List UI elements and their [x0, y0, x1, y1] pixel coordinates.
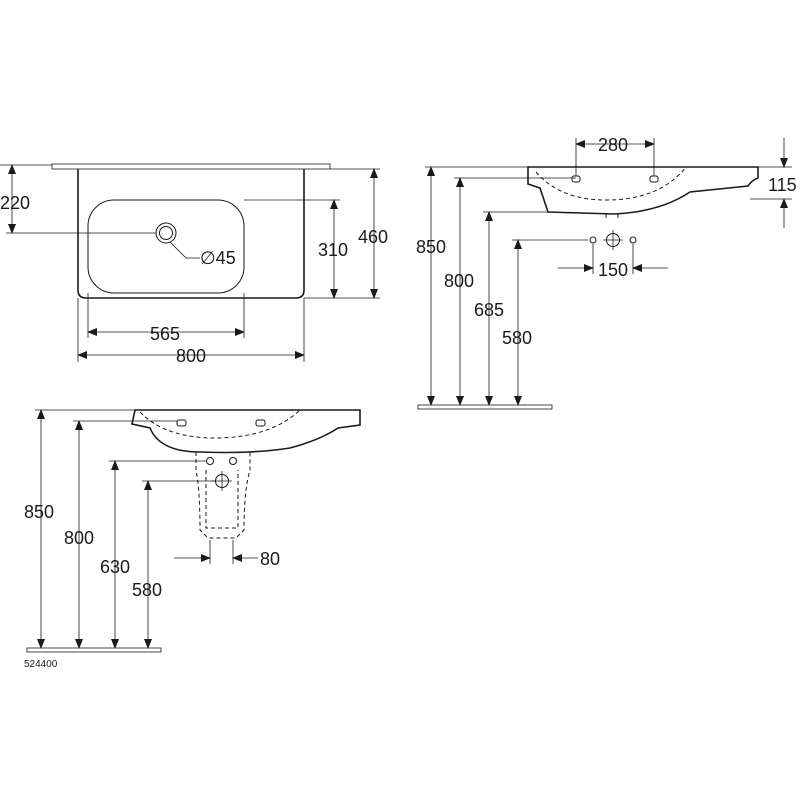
hole-leader: [169, 241, 200, 259]
dim-label-800: 800: [64, 528, 94, 548]
tap-hole-right: [255, 419, 266, 427]
dim-label-580: 580: [132, 580, 162, 600]
side-basin-outline: [527, 166, 759, 215]
dim-label-220: 220: [0, 193, 30, 213]
dim-label-580: 580: [502, 328, 532, 348]
dim-label-850: 850: [24, 502, 54, 522]
dim-label-800: 800: [176, 346, 206, 366]
side-view: 280 115 850 800 685 580 150: [416, 135, 797, 410]
tap-hole-inner: [159, 226, 173, 240]
dim-label-280: 280: [598, 135, 628, 155]
waste-hole-right: [229, 457, 237, 465]
dim-label-565: 565: [150, 324, 180, 344]
half-pedestal-inner-line: [205, 470, 239, 529]
waste-hole-left: [589, 236, 597, 244]
dim-label-630: 630: [100, 557, 130, 577]
side-floor-line: [417, 404, 553, 410]
tap-hole-right: [649, 175, 659, 183]
basin-outline: [77, 169, 305, 299]
basin-rim-edge: [51, 163, 331, 170]
dim-label-80: 80: [260, 549, 280, 569]
article-number: 524400: [24, 659, 58, 670]
tap-hole-left: [571, 175, 581, 183]
front-floor-line: [26, 647, 162, 653]
front-view: 850 800 630 580 80: [24, 409, 361, 653]
bowl-outline: [87, 199, 245, 294]
dim-label-800: 800: [444, 271, 474, 291]
dim-label-hole: ∅45: [200, 248, 236, 268]
front-bowl-hidden-line: [139, 409, 301, 439]
dim-label-310: 310: [318, 240, 348, 260]
tap-hole-left: [176, 419, 187, 427]
dim-label-115: 115: [768, 175, 797, 195]
waste-hole-left: [206, 457, 214, 465]
dim-label-685: 685: [474, 300, 504, 320]
dim-label-460: 460: [358, 227, 388, 247]
dim-label-150: 150: [598, 260, 628, 280]
waste-hole-right: [629, 236, 637, 244]
side-bowl-hidden-line: [535, 166, 687, 201]
top-view: 220 310 460 ∅45 565 800: [0, 163, 388, 366]
front-basin-outline: [131, 409, 361, 454]
half-pedestal-hidden-line: [195, 452, 251, 539]
dim-label-850: 850: [416, 237, 446, 257]
